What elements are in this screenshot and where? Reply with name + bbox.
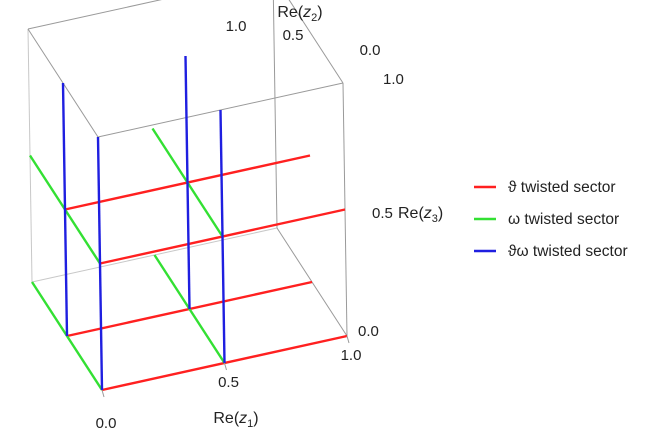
x-tick-mark-0 (101, 389, 105, 398)
series-3-segment-1 (96, 136, 104, 391)
series-3-segment-3 (61, 82, 69, 337)
x-axis-label: Re(z1) (213, 410, 258, 430)
x-tick-label-0: 0.0 (96, 415, 117, 432)
legend: ϑ twisted sector ω twisted sector ϑω twist… (474, 179, 628, 260)
series-3-segment-2 (219, 109, 226, 364)
y-tick-label-1: 0.5 (283, 27, 304, 44)
y-tick-label-0: 0.0 (360, 42, 381, 59)
box-edge-6 (288, 0, 344, 84)
y-tick-label-2: 1.0 (226, 18, 247, 35)
x-tick-mark-2 (346, 335, 350, 344)
x-tick-label-2: 1.0 (341, 347, 362, 364)
z-tick-label-2: 1.0 (383, 71, 404, 88)
series-2 (28, 127, 226, 391)
series-3 (61, 55, 226, 391)
series-3-segment-4 (184, 55, 191, 310)
legend-label-1: ϑ twisted sector (508, 179, 616, 196)
legend-label-3: ϑω twisted sector (508, 243, 628, 260)
series-1 (64, 154, 348, 392)
legend-label-2: ω twisted sector (508, 211, 619, 228)
x-tick-mark-1 (224, 362, 227, 371)
z-tick-label-0: 0.0 (358, 323, 379, 340)
x-tick-label-1: 0.5 (218, 374, 239, 391)
z-tick-label-1: 0.5 (372, 205, 393, 222)
box-edge-4 (272, 0, 278, 229)
y-axis-label: Re(z2) (277, 4, 322, 24)
box-edge-7 (27, 0, 162, 30)
z-axis-label: Re(z3) (398, 205, 443, 225)
